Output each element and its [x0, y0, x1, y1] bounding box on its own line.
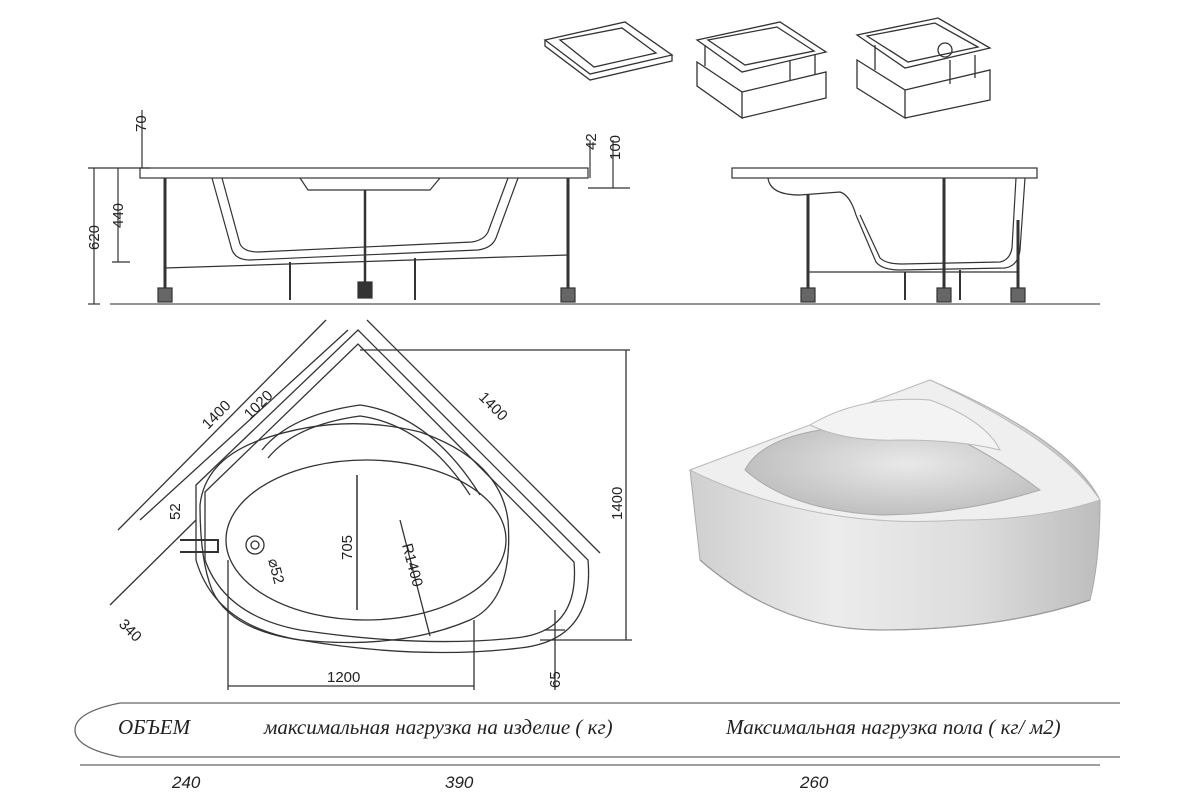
table-value-volume: 240: [172, 773, 201, 792]
thumbnail-bathtub-hydro: [855, 17, 992, 120]
thumbnail-bathtub-frame: [695, 21, 828, 120]
dim-1400-vertical: 1400: [609, 487, 626, 520]
dim-r1400: R1400: [398, 542, 426, 589]
dim-1400-right: 1400: [475, 389, 511, 425]
dim-705: 705: [339, 535, 356, 560]
dim-100: 100: [607, 135, 624, 160]
table-lines: [74, 702, 1120, 766]
front-view: [88, 110, 1100, 305]
table-value-max-floor-load: 260: [800, 773, 829, 792]
table-header-max-floor-load: Максимальная нагрузка пола ( кг/ м2): [726, 715, 1061, 739]
dim-1200: 1200: [327, 669, 360, 686]
dim-440: 440: [110, 203, 127, 228]
table-header-max-load-product: максимальная нагрузка на изделие ( кг): [264, 715, 613, 739]
bathtub-render: [688, 379, 1101, 631]
plan-view: [109, 319, 632, 690]
dim-42: 42: [583, 133, 600, 150]
dim-620: 620: [86, 225, 103, 250]
dim-340: 340: [115, 616, 145, 646]
dim-1400-left: 1400: [199, 397, 235, 433]
table-value-max-load-product: 390: [445, 773, 474, 792]
dim-hole-52: ⌀52: [264, 557, 287, 586]
side-view: [731, 167, 1038, 303]
thumbnail-bathtub-plain: [543, 21, 674, 81]
dim-52: 52: [167, 503, 184, 520]
dim-1020: 1020: [241, 387, 277, 423]
table-header-volume: ОБЪЕМ: [118, 715, 191, 739]
dim-70: 70: [133, 115, 150, 132]
dim-65: 65: [547, 671, 564, 688]
